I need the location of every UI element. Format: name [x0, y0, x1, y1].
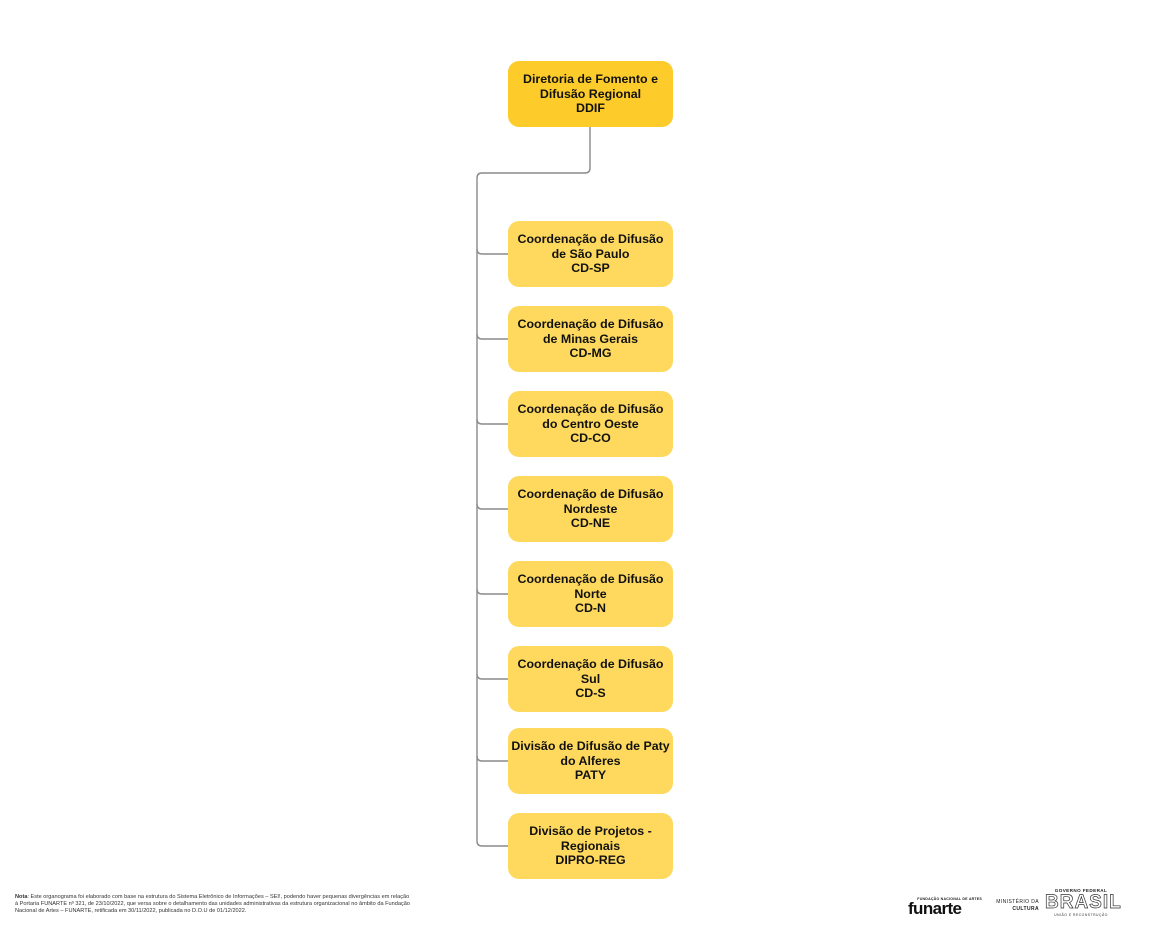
funarte-logo-wordmark: funarte [908, 899, 962, 918]
unit-box-dipro-reg: Divisão de Projetos - Regionais DIPRO-RE… [508, 813, 673, 879]
branch-connector-0 [476, 248, 508, 255]
branch-connector-3 [476, 503, 508, 510]
brasil-wordmark: BRASIL [1045, 892, 1122, 913]
branch-connector-1 [476, 333, 508, 340]
footer-note-label: Nota [15, 894, 28, 900]
unit-code: CD-S [575, 686, 606, 701]
branch-connector-4 [476, 588, 508, 595]
footer-note-text: : Este organograma foi elaborado com bas… [15, 894, 410, 914]
root-unit-name-line1: Diretoria de Fomento e [523, 72, 658, 87]
unit-box-paty: Divisão de Difusão de Paty do Alferes PA… [508, 728, 673, 794]
trunk-connector [476, 127, 591, 841]
unit-name-line1: Divisão de Difusão de Paty [511, 739, 670, 754]
unit-name-line2: Norte [574, 586, 607, 601]
unit-name-line2: do Centro Oeste [542, 416, 639, 431]
unit-name-line1: Coordenação de Difusão [517, 232, 664, 247]
unit-name-line1: Coordenação de Difusão [517, 487, 664, 502]
unit-box-cd-ne: Coordenação de Difusão Nordeste CD-NE [508, 476, 673, 542]
unit-code: CD-MG [569, 346, 612, 361]
unit-name-line1: Coordenação de Difusão [517, 572, 664, 587]
unit-name-line2: do Alferes [560, 753, 621, 768]
branch-connector-7 [476, 840, 508, 847]
unit-name-line2: Regionais [560, 838, 621, 853]
unit-code: CD-N [575, 601, 606, 616]
unit-name-line2: Sul [580, 671, 601, 686]
root-unit-ddif: Diretoria de Fomento e Difusão Regional … [508, 61, 673, 127]
unit-name-line1: Divisão de Projetos - [529, 824, 652, 839]
unit-name-line1: Coordenação de Difusão [517, 657, 664, 672]
unit-box-cd-n: Coordenação de Difusão Norte CD-N [508, 561, 673, 627]
governo-federal-logo: GOVERNO FEDERAL BRASIL UNIÃO E RECONSTRU… [1045, 888, 1122, 917]
root-unit-code: DDIF [576, 101, 605, 116]
funarte-logo-subtitle: FUNDAÇÃO NACIONAL DE ARTES [917, 897, 982, 901]
unit-code: CD-SP [571, 261, 610, 276]
unit-box-cd-mg: Coordenação de Difusão de Minas Gerais C… [508, 306, 673, 372]
unit-box-cd-s: Coordenação de Difusão Sul CD-S [508, 646, 673, 712]
unit-code: PATY [574, 768, 607, 783]
unit-box-cd-sp: Coordenação de Difusão de São Paulo CD-S… [508, 221, 673, 287]
unit-name-line1: Coordenação de Difusão [517, 317, 664, 332]
branch-connector-5 [476, 673, 508, 680]
unit-box-cd-co: Coordenação de Difusão do Centro Oeste C… [508, 391, 673, 457]
unit-name-line1: Coordenação de Difusão [517, 402, 664, 417]
unit-code: CD-CO [570, 431, 611, 446]
branch-connector-6 [476, 755, 508, 762]
unit-name-line2: Nordeste [563, 501, 618, 516]
unit-code: CD-NE [570, 516, 611, 531]
governo-federal-title: GOVERNO FEDERAL [1054, 888, 1108, 893]
ministerio-line2: CULTURA [1012, 905, 1039, 912]
unit-name-line2: de Minas Gerais [542, 331, 639, 346]
footer-note: Nota: Este organograma foi elaborado com… [15, 894, 410, 915]
branch-connector-2 [476, 418, 508, 425]
unit-code: DIPRO-REG [555, 853, 626, 868]
root-unit-name-line2: Difusão Regional [539, 86, 642, 101]
unit-name-line2: de São Paulo [551, 246, 630, 261]
funarte-logo: FUNDAÇÃO NACIONAL DE ARTES funarte [908, 885, 982, 918]
footer-logos: FUNDAÇÃO NACIONAL DE ARTES funarte MINIS… [905, 885, 1122, 930]
ministerio-cultura-logo: MINISTÉRIO DA CULTURA [987, 899, 1039, 912]
ministerio-line1: MINISTÉRIO DA [996, 899, 1039, 905]
governo-slogan: UNIÃO E RECONSTRUÇÃO [1054, 913, 1108, 917]
